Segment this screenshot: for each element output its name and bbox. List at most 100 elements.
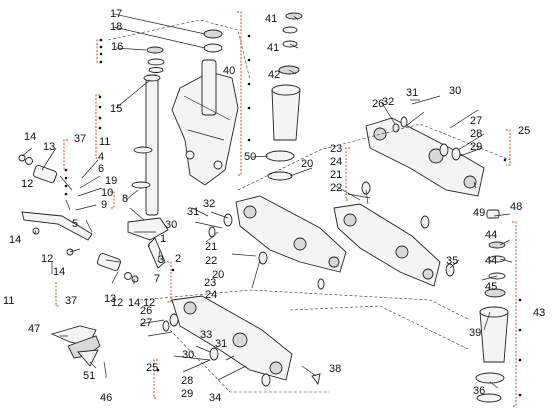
seal <box>451 147 461 161</box>
arm-bushing <box>328 256 340 268</box>
spring <box>59 175 73 211</box>
callout-31: 31 <box>187 206 199 218</box>
dashed-boundaries <box>107 19 511 393</box>
callout-50: 50 <box>244 151 256 163</box>
arm-bushing <box>395 245 409 259</box>
lower-adjuster <box>97 252 121 272</box>
callout-29: 29 <box>470 141 482 153</box>
arm-bushing <box>232 332 248 348</box>
arm-bushing <box>422 268 434 280</box>
callout-29: 29 <box>181 388 193 400</box>
boundary <box>237 123 511 191</box>
lock-ring <box>146 46 164 54</box>
callout-36: 36 <box>473 385 485 397</box>
tube-top <box>143 74 161 82</box>
arm-bushing <box>183 301 197 315</box>
right-swing-arm <box>333 181 455 287</box>
long-pin <box>217 365 247 381</box>
housing-top <box>479 306 509 318</box>
frame-boss <box>213 160 223 170</box>
lever-group <box>18 154 139 283</box>
callout-9: 9 <box>101 199 107 211</box>
callout-28: 28 <box>470 128 482 140</box>
callout-39: 39 <box>469 327 481 339</box>
callout-25: 25 <box>146 362 158 374</box>
callout-42: 42 <box>268 69 280 81</box>
callout-37: 37 <box>74 133 86 145</box>
lever-arm <box>21 211 93 241</box>
seal <box>445 263 455 277</box>
callout-23: 23 <box>204 277 216 289</box>
callout-27: 27 <box>470 115 482 127</box>
callout-5: 5 <box>72 218 78 230</box>
top-nut <box>203 29 223 39</box>
callout-21: 21 <box>330 169 342 181</box>
callout-3: 3 <box>158 254 164 266</box>
callout-30: 30 <box>449 85 461 97</box>
lever-pin <box>103 361 107 375</box>
callout-12: 12 <box>143 297 155 309</box>
callout-47: 47 <box>28 323 40 335</box>
callout-17: 17 <box>110 8 122 20</box>
callout-21: 21 <box>205 241 217 253</box>
callout-12: 12 <box>41 253 53 265</box>
callout-46: 46 <box>100 392 112 404</box>
callout-38: 38 <box>329 363 341 375</box>
seal <box>420 215 430 229</box>
boundary <box>169 329 330 393</box>
callout-15: 15 <box>110 103 122 115</box>
lower-bolt <box>182 359 211 373</box>
callout-30: 30 <box>165 219 177 231</box>
lower-washer <box>131 275 139 283</box>
washer <box>209 347 219 361</box>
callout-26: 26 <box>372 98 384 110</box>
callout-11: 11 <box>3 295 14 307</box>
washer <box>147 58 165 66</box>
callout-32: 32 <box>203 198 215 210</box>
callout-22: 22 <box>330 182 342 194</box>
small-washer <box>18 154 26 162</box>
lower-swing-arm <box>162 295 321 387</box>
callout-2: 2 <box>175 253 181 265</box>
callout-51: 51 <box>83 370 95 382</box>
callout-34: 34 <box>209 392 221 404</box>
leader-lines <box>21 13 513 389</box>
small-nut <box>25 157 33 165</box>
lower-nut <box>124 272 132 280</box>
callout-41: 41 <box>267 42 279 54</box>
callout-32: 32 <box>382 96 394 108</box>
arm-bushing <box>293 237 307 251</box>
callout-20: 20 <box>301 158 313 170</box>
stack-bearing <box>484 288 506 298</box>
callout-35: 35 <box>446 255 458 267</box>
dust-seal <box>131 181 151 189</box>
upper-bolt <box>411 95 441 105</box>
frame-detail <box>183 95 231 141</box>
callout-19: 19 <box>105 175 117 187</box>
lower-arm-body <box>171 295 293 381</box>
head-tube <box>201 59 217 116</box>
lever-tip <box>77 349 99 367</box>
cable-adjuster <box>33 164 57 184</box>
callout-31: 31 <box>406 87 418 99</box>
housing-seal <box>476 393 502 403</box>
stack-ring <box>488 255 506 263</box>
spacer <box>223 213 233 227</box>
arm-bushing <box>243 205 257 219</box>
steering-yoke <box>127 217 169 241</box>
upper-right-bracket <box>365 95 485 197</box>
seal <box>162 320 170 332</box>
callout-23: 23 <box>330 143 342 155</box>
boundary <box>139 289 471 321</box>
callout-25: 25 <box>518 125 530 137</box>
callout-10: 10 <box>101 187 113 199</box>
head-housing <box>479 311 509 363</box>
center-swing-arm <box>194 195 347 290</box>
steering-tube-assembly <box>127 29 223 269</box>
callout-40: 40 <box>223 65 235 77</box>
seal <box>317 278 325 290</box>
head-stack <box>265 12 303 181</box>
